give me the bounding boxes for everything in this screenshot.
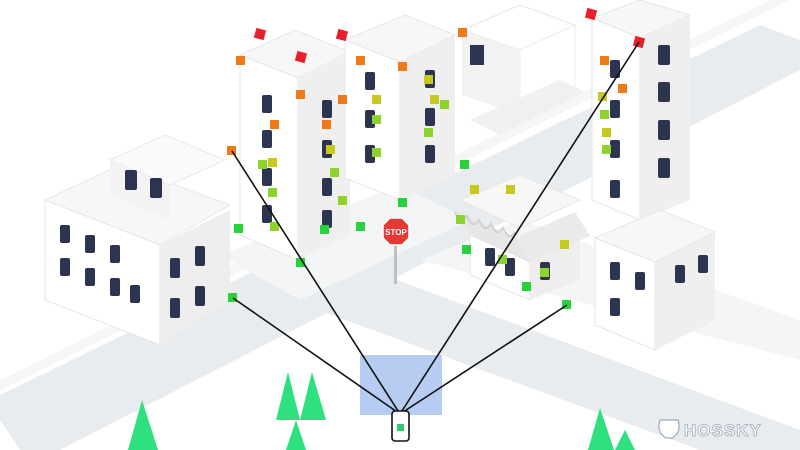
tree-icon <box>300 372 326 420</box>
signal-rays <box>231 41 640 415</box>
watermark-text: HOSSKY <box>684 421 762 440</box>
building-tall-right <box>590 0 692 221</box>
coverage-area <box>360 355 442 415</box>
watermark-logo-icon <box>658 419 680 439</box>
stop-sign-icon: STOP <box>382 217 410 284</box>
shop-building <box>454 174 590 301</box>
watermark: HOSSKY <box>658 419 762 440</box>
building-tall-center-left <box>238 29 352 261</box>
tree-icon <box>615 430 635 450</box>
signal-cubes <box>227 7 646 309</box>
road-cross <box>250 255 800 450</box>
building-top-middle <box>460 4 585 135</box>
awning <box>454 210 590 262</box>
trees <box>128 372 635 450</box>
building-right-short <box>593 209 717 351</box>
tree-icon <box>588 408 614 450</box>
tree-icon <box>128 400 158 450</box>
tree-icon <box>276 372 300 420</box>
building-tall-center <box>343 14 457 201</box>
mobile-phone-icon <box>391 410 410 442</box>
tree-icon <box>286 420 306 450</box>
stop-sign-label: STOP <box>385 228 407 237</box>
building-left <box>43 134 232 346</box>
